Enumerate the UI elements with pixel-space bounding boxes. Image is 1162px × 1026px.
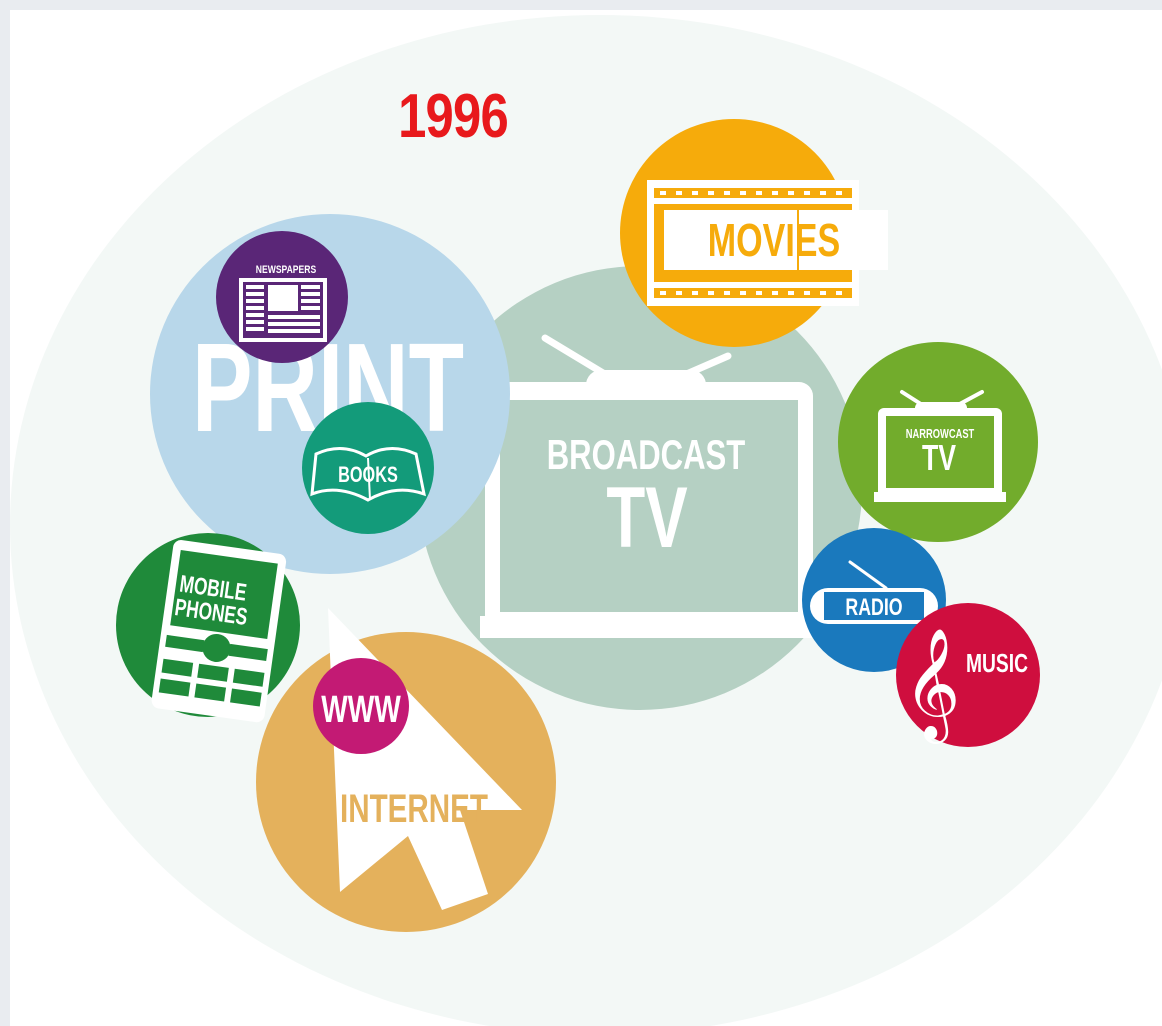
mobile-phone-icon [151, 540, 287, 723]
internet-label: INTERNET [340, 787, 488, 831]
treble-clef-icon: 𝄞 [904, 627, 961, 744]
narrowcast-label: NARROWCAST [906, 428, 975, 442]
narrowcast-tv-bubble: NARROWCAST TV [838, 342, 1038, 542]
radio-label: RADIO [845, 595, 902, 621]
broadcast-tv-label: TV [606, 471, 687, 566]
book-icon [310, 447, 426, 502]
www-bubble: WWW [313, 658, 409, 754]
newspapers-bubble: NEWSPAPERS [216, 231, 348, 363]
books-bubble: BOOKS [302, 402, 434, 534]
movies-bubble: MOVIES [620, 119, 888, 347]
music-label: MUSIC [966, 648, 1028, 678]
media-landscape-diagram: 1996 BROADCAST TV PRINT NEWSPAPERS [10, 15, 1162, 1026]
newspaper-icon [239, 278, 327, 342]
movies-label: MOVIES [708, 214, 840, 266]
broadcast-label: BROADCAST [547, 431, 746, 478]
broadcast-tv-bubble: BROADCAST TV [418, 266, 862, 710]
narrowcast-tv-icon [874, 390, 1006, 502]
www-label: WWW [321, 689, 401, 731]
narrowcast-tv-label: TV [922, 437, 956, 478]
diagram-frame: 1996 BROADCAST TV PRINT NEWSPAPERS [10, 10, 1162, 1026]
year-title: 1996 [398, 82, 508, 151]
books-label: BOOKS [338, 463, 398, 488]
film-strip-icon [647, 180, 888, 306]
mobile-phones-bubble: MOBILE PHONES [116, 533, 300, 723]
music-bubble: 𝄞 MUSIC [896, 603, 1040, 747]
radio-icon [810, 560, 938, 624]
newspapers-label: NEWSPAPERS [256, 264, 317, 276]
tv-icon [480, 334, 820, 638]
